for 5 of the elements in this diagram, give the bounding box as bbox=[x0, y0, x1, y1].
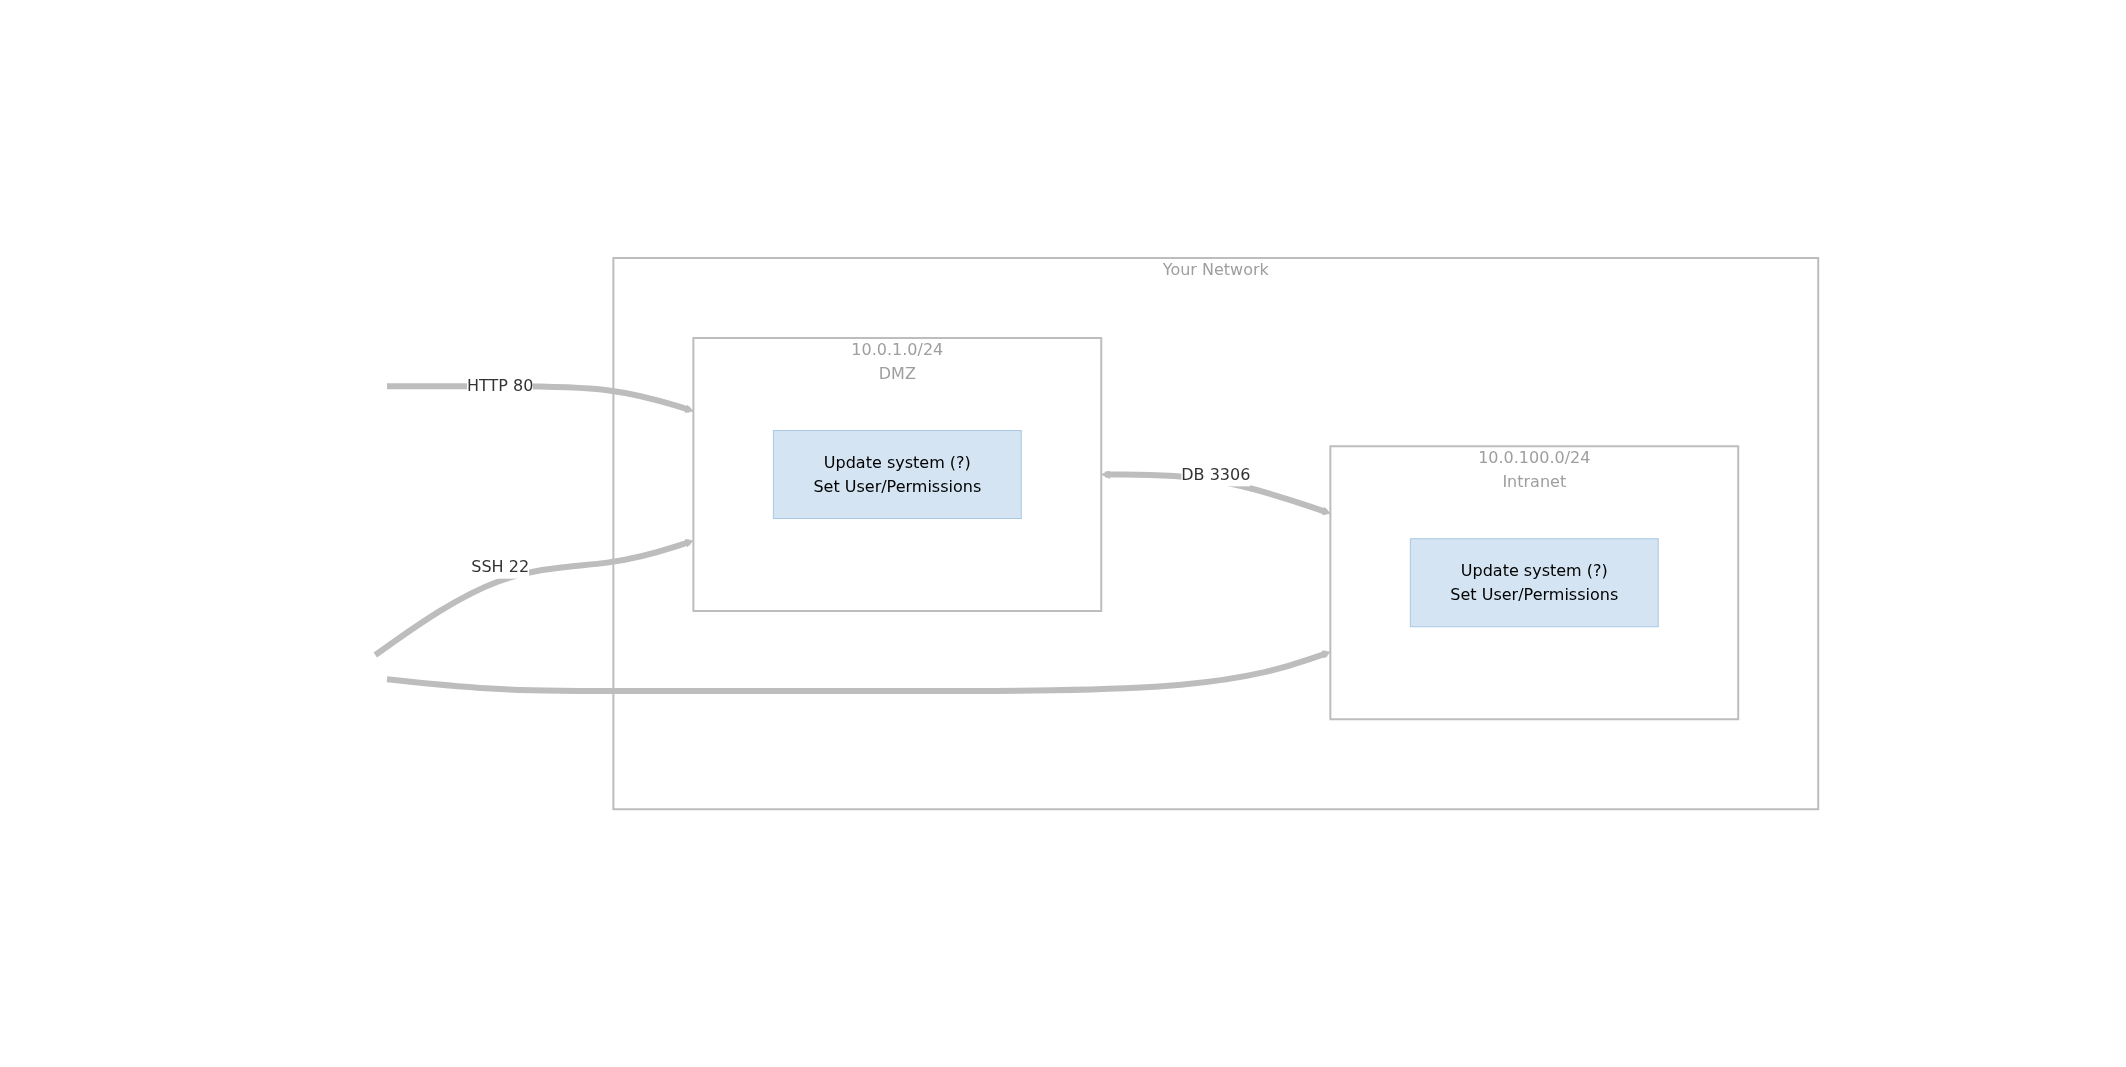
node-box: Update system (?) Set User/Permissions bbox=[1410, 538, 1660, 628]
node-box: Update system (?) Set User/Permissions bbox=[773, 429, 1023, 519]
edge-label: DB 3306 bbox=[1181, 464, 1251, 484]
edge-label: HTTP 80 bbox=[467, 376, 534, 396]
edge-label: SSH 22 bbox=[471, 556, 530, 576]
